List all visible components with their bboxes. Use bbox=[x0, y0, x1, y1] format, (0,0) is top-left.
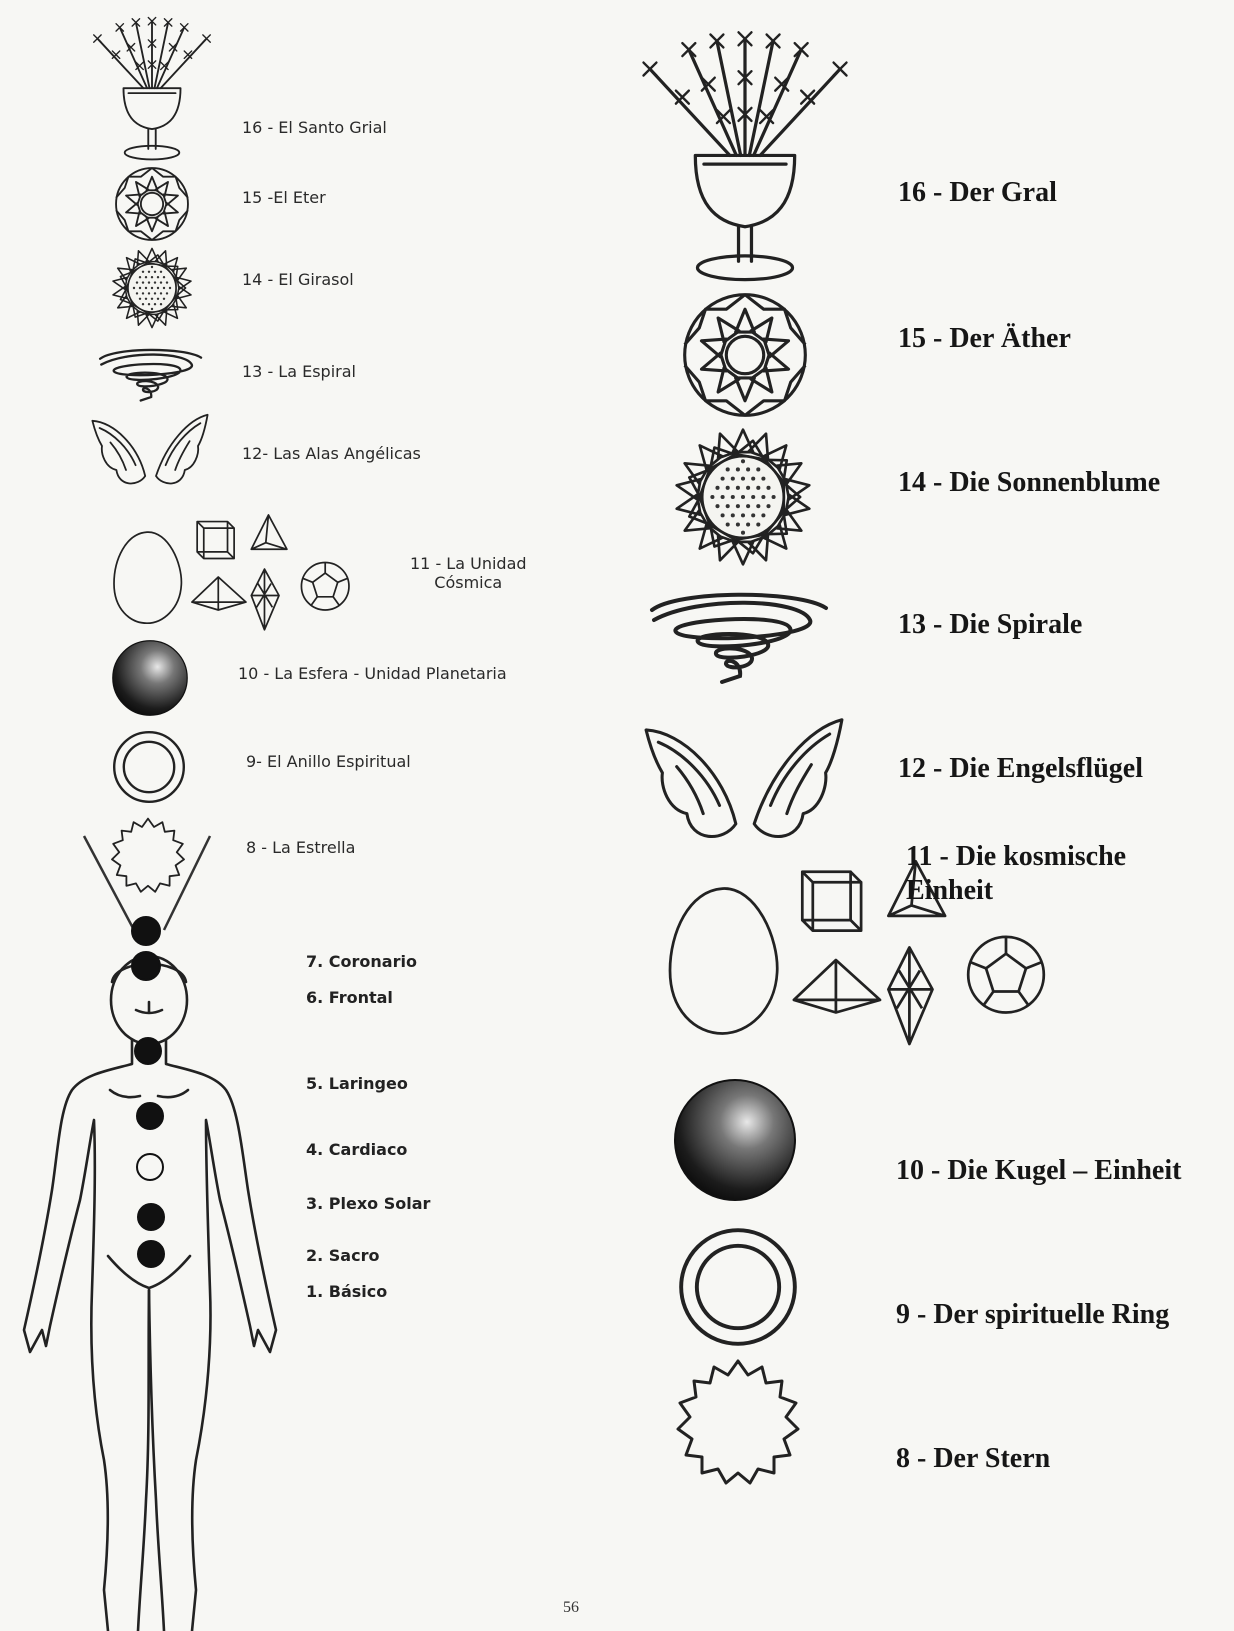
label-de-9: 9 - Der spirituelle Ring bbox=[896, 1298, 1169, 1332]
label-es-8: 8 - La Estrella bbox=[246, 838, 355, 857]
sunflower-icon bbox=[112, 248, 192, 327]
label-de-13: 13 - Die Spirale bbox=[898, 608, 1082, 642]
grail-icon bbox=[643, 32, 846, 279]
label-es-9: 9- El Anillo Espiritual bbox=[246, 752, 411, 771]
chakra-brow-dot bbox=[132, 952, 160, 980]
light-cone bbox=[84, 836, 210, 930]
label-es-15: 15 -El Eter bbox=[242, 188, 326, 207]
cosmic-unity-icon bbox=[114, 515, 349, 630]
chakra-root-dot bbox=[138, 1241, 164, 1267]
chakra-label-7: 7. Coronario bbox=[306, 952, 417, 971]
chakra-throat-dot bbox=[135, 1038, 161, 1064]
chakra-heart-dot bbox=[137, 1103, 163, 1129]
chakra-points bbox=[132, 917, 164, 1267]
star-icon bbox=[678, 1361, 798, 1483]
label-es-16: 16 - El Santo Grial bbox=[242, 118, 387, 137]
label-de-10: 10 - Die Kugel – Einheit bbox=[896, 1154, 1181, 1188]
chakra-label-5: 5. Laringeo bbox=[306, 1074, 408, 1093]
chakra-label-6: 6. Frontal bbox=[306, 988, 393, 1007]
chakra-sacral-dot bbox=[138, 1204, 164, 1230]
wings-icon bbox=[646, 720, 842, 837]
sphere-icon bbox=[113, 641, 187, 715]
label-es-13: 13 - La Espiral bbox=[242, 362, 356, 381]
label-de-16: 16 - Der Gral bbox=[898, 176, 1057, 210]
sphere-icon bbox=[675, 1080, 795, 1200]
chakra-label-2: 2. Sacro bbox=[306, 1246, 379, 1265]
label-de-12: 12 - Die Engelsflügel bbox=[898, 752, 1143, 786]
page-number: 56 bbox=[563, 1598, 579, 1617]
grail-icon bbox=[94, 17, 211, 159]
spiral-icon bbox=[652, 595, 826, 682]
label-es-14: 14 - El Girasol bbox=[242, 270, 354, 289]
ring-icon bbox=[114, 732, 184, 802]
star-icon bbox=[112, 819, 184, 892]
ring-icon bbox=[681, 1230, 795, 1344]
label-de-14: 14 - Die Sonnenblume bbox=[898, 466, 1160, 500]
label-de-8: 8 - Der Stern bbox=[896, 1442, 1050, 1476]
label-es-11: 11 - La Unidad Cósmica bbox=[410, 554, 527, 592]
wings-icon bbox=[92, 415, 207, 484]
chakra-label-3: 3. Plexo Solar bbox=[306, 1194, 430, 1213]
ether-icon bbox=[116, 168, 188, 240]
chakra-solar-plexus-dot bbox=[137, 1154, 163, 1180]
spiral-icon bbox=[100, 350, 201, 401]
label-de-15: 15 - Der Äther bbox=[898, 322, 1071, 356]
chakra-label-4: 4. Cardiaco bbox=[306, 1140, 407, 1159]
label-es-10: 10 - La Esfera - Unidad Planetaria bbox=[238, 664, 507, 683]
chakra-crown-dot bbox=[132, 917, 160, 945]
label-de-11: 11 - Die kosmische Einheit bbox=[906, 840, 1126, 907]
chakra-label-1: 1. Básico bbox=[306, 1282, 387, 1301]
label-es-12: 12- Las Alas Angélicas bbox=[242, 444, 421, 463]
sunflower-icon bbox=[675, 430, 811, 565]
ether-icon bbox=[685, 295, 806, 416]
